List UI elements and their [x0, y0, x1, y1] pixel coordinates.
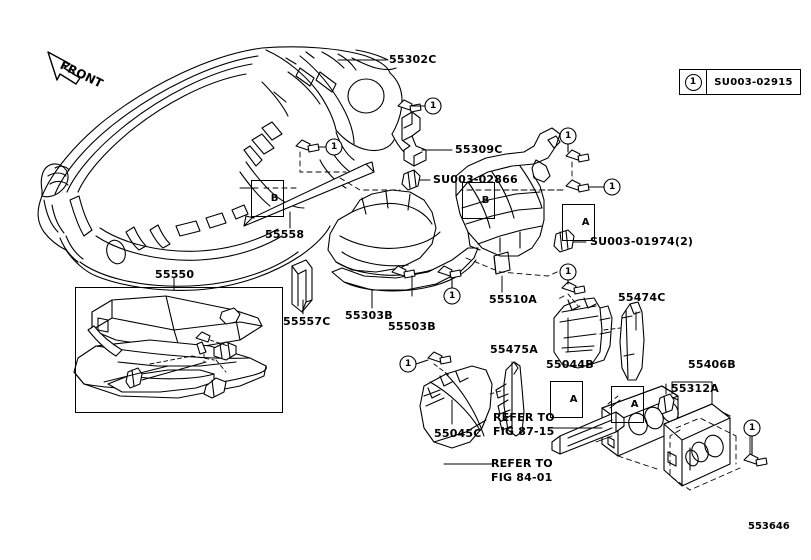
callout-dash-upper-text: 1	[430, 101, 437, 111]
marker-a-hvac: A	[611, 386, 644, 423]
callout-reinforcement-top-text: 1	[565, 131, 572, 141]
part-label-55303b: 55303B	[345, 309, 393, 322]
legend-box: 1 SU003-02915	[679, 69, 801, 95]
callout-register-side-text: 1	[565, 267, 572, 277]
part-55045c-panel	[419, 365, 493, 449]
part-label-55045c: 55045C	[434, 427, 482, 440]
part-55475a-bracket	[495, 361, 525, 437]
marker-a-center: A	[562, 204, 595, 241]
center-reinforcement-beam	[455, 127, 561, 257]
screw-reinforcement-side	[565, 179, 590, 193]
part-label-55558: 55558	[265, 228, 305, 241]
part-label-55309c: 55309C	[455, 143, 503, 156]
marker-b-center: B	[462, 182, 495, 219]
glovebox-inset-frame	[75, 287, 283, 413]
legend-part-number: SU003-02915	[714, 76, 793, 88]
screw-lower-panel	[437, 265, 462, 279]
callout-circles	[318, 97, 761, 455]
marker-b-left: B	[251, 180, 284, 217]
part-su003-02866-clip	[401, 169, 421, 191]
part-label-55474c: 55474C	[618, 291, 666, 304]
leader-lines	[173, 59, 713, 465]
part-55303b-lower-strip	[331, 247, 479, 292]
screw-finish-panel	[427, 351, 452, 365]
callout-finish-panel-text: 1	[405, 359, 412, 369]
part-55558-brace	[243, 161, 375, 227]
section-marker-leaders	[239, 187, 619, 405]
part-label-su003-01974: SU003-01974(2)	[590, 235, 694, 248]
part-55474c-trim	[619, 301, 645, 381]
figure-number: 553646	[748, 521, 790, 532]
part-55510a-clip	[493, 251, 511, 275]
part-label-55557c: 55557C	[283, 315, 331, 328]
part-55557c-trim	[291, 259, 313, 313]
callout-reinforcement-side-text: 1	[609, 182, 616, 192]
screw-register-side	[561, 281, 586, 295]
marker-a-left-lower: A	[550, 381, 583, 418]
part-55312a-clip	[657, 393, 675, 415]
part-label-55550: 55550	[155, 268, 195, 281]
part-label-55312a: 55312A	[671, 382, 719, 395]
part-label-55510a: 55510A	[489, 293, 537, 306]
screw-reinforcement-top	[565, 149, 590, 163]
screw-dash-brace	[295, 139, 320, 153]
part-55309c-bracket	[401, 111, 427, 167]
screw-control-assy	[743, 453, 768, 467]
part-label-55302c: 55302C	[389, 53, 437, 66]
part-55503b-screw	[391, 265, 416, 279]
part-55303b-reinforcement	[327, 189, 467, 276]
part-label-55475a: 55475A	[490, 343, 538, 356]
part-label-su003-02866: SU003-02866	[433, 173, 518, 186]
callout-dash-brace-text: 1	[331, 142, 338, 152]
callout-lower-panel-text: 1	[449, 291, 456, 301]
legend-callout-circle: 1	[684, 73, 702, 91]
part-label-55406b: 55406B	[688, 358, 736, 371]
part-55550-glovebox-assembly	[73, 295, 267, 399]
part-55044b-panel	[553, 297, 613, 369]
callout-control-assy-text: 1	[749, 423, 756, 433]
front-arrow-icon	[47, 51, 81, 85]
legend-callout-cell: 1	[680, 70, 707, 94]
part-label-55044b: 55044B	[546, 358, 594, 371]
part-label-55503b: 55503B	[388, 320, 436, 333]
